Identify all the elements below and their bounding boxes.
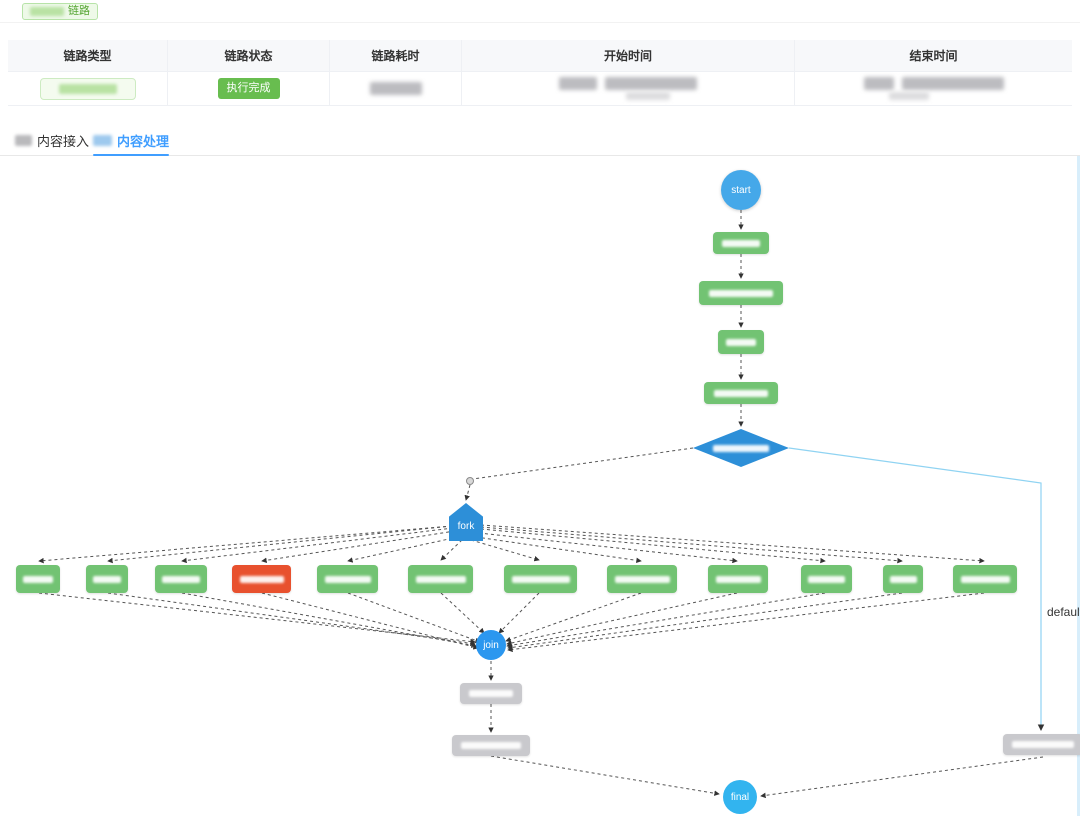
edge-task-to-join (507, 592, 985, 653)
tab-content-process[interactable]: 内容处理 (93, 125, 170, 156)
flow-node-task[interactable] (718, 330, 764, 354)
cell-link-duration (330, 72, 462, 105)
edge-fork-to-task (480, 526, 903, 564)
top-header-bar: 链路 (0, 0, 1080, 23)
edge-task-to-join (261, 592, 479, 650)
redacted-text (15, 134, 32, 146)
flow-node-parallel-task[interactable] (708, 565, 768, 593)
redacted-text (30, 7, 64, 16)
redacted-text (58, 83, 117, 94)
edge-fork-to-task (107, 525, 453, 564)
edge-task-to-join (506, 592, 738, 646)
flow-node-join[interactable]: join (476, 630, 506, 660)
col-header-start-time: 开始时间 (462, 40, 795, 71)
content-tabs: 内容接入 内容处理 (0, 125, 1080, 156)
table-header-row: 链路类型 链路状态 链路耗时 开始时间 结束时间 (8, 40, 1072, 72)
edge-fork-to-task (38, 525, 453, 564)
col-header-link-duration: 链路耗时 (330, 40, 462, 71)
edge-gray2-to-final (490, 755, 720, 796)
edge-task-to-join (38, 592, 476, 645)
end-time-value (863, 77, 1004, 100)
node-label: fork (457, 521, 475, 532)
edge-fork-to-task (480, 528, 826, 564)
flow-node-final[interactable]: final (723, 780, 757, 814)
flow-node-gray-task[interactable] (452, 735, 530, 756)
edge-fork-to-task (478, 532, 738, 564)
tab-label: 内容接入 (37, 133, 90, 149)
edge-task-to-join (107, 592, 476, 647)
flow-node-task[interactable] (713, 232, 769, 254)
redacted-text (369, 82, 422, 95)
edge-decision-to-bend (472, 447, 694, 480)
table-row: 执行完成 (8, 72, 1072, 105)
flow-node-parallel-task-failed[interactable] (232, 565, 291, 593)
flow-node-start[interactable]: start (721, 170, 761, 210)
status-badge: 执行完成 (217, 78, 280, 99)
redacted-text (93, 134, 112, 146)
cell-start-time (462, 72, 795, 105)
node-label: join (483, 639, 499, 651)
flow-node-parallel-task[interactable] (155, 565, 207, 593)
flow-edges (38, 210, 1045, 799)
flow-node-gray-task[interactable] (460, 683, 522, 704)
edge-fork-to-task (480, 524, 985, 564)
flow-node-parallel-task[interactable] (408, 565, 473, 593)
edge-fork-to-task (475, 536, 642, 564)
edge-fork-to-task (181, 527, 454, 564)
cell-link-type (8, 72, 168, 105)
tab-label: 内容处理 (117, 133, 170, 149)
flow-node-parallel-task[interactable] (883, 565, 923, 593)
flow-node-parallel-task[interactable] (607, 565, 677, 593)
edge-grayright-to-final (760, 756, 1044, 799)
edge-default-branch (788, 447, 1045, 731)
edge-fork-to-task (440, 539, 463, 561)
col-header-end-time: 结束时间 (909, 49, 958, 63)
link-summary-table: 链路类型 链路状态 链路耗时 开始时间 结束时间 执行完成 (8, 40, 1072, 106)
workflow-dag-canvas[interactable]: default start fork join final (0, 156, 1080, 816)
edge-fork-to-task (347, 536, 459, 563)
edge-bend-to-fork (464, 484, 471, 501)
flow-node-parallel-task[interactable] (801, 565, 852, 593)
col-header-link-status: 链路状态 (168, 40, 330, 71)
edge-task-to-join (440, 592, 485, 634)
flow-node-gray-task-default[interactable] (1003, 734, 1080, 755)
flow-node-parallel-task[interactable] (317, 565, 378, 593)
edge-task-to-join (498, 592, 540, 634)
start-time-value (559, 77, 697, 100)
edge-task-to-join (506, 592, 826, 648)
edge-task-to-join (507, 592, 903, 651)
edge-task-to-join (181, 592, 477, 648)
node-label: final (730, 791, 750, 803)
flow-node-parallel-task[interactable] (86, 565, 128, 593)
edge-task-to-join (505, 592, 642, 643)
edge-fork-to-task (470, 539, 540, 562)
default-edge-label: default (1047, 605, 1080, 619)
flow-node-parallel-task[interactable] (953, 565, 1017, 593)
flow-node-parallel-task[interactable] (16, 565, 60, 593)
badge-label: 链路 (68, 5, 90, 17)
cell-link-status: 执行完成 (168, 72, 330, 105)
edge-bend-anchor (466, 477, 474, 485)
edge-fork-to-task (261, 530, 456, 563)
cell-end-time (795, 72, 1072, 105)
flow-node-task[interactable] (704, 382, 778, 404)
flow-node-parallel-task[interactable] (504, 565, 577, 593)
node-label: start (731, 184, 751, 196)
col-header-link-type: 链路类型 (8, 40, 168, 71)
flow-node-task[interactable] (699, 281, 783, 305)
breadcrumb-link-badge[interactable]: 链路 (22, 3, 98, 20)
link-type-pill (39, 77, 136, 100)
tab-content-ingest[interactable]: 内容接入 (15, 125, 89, 155)
